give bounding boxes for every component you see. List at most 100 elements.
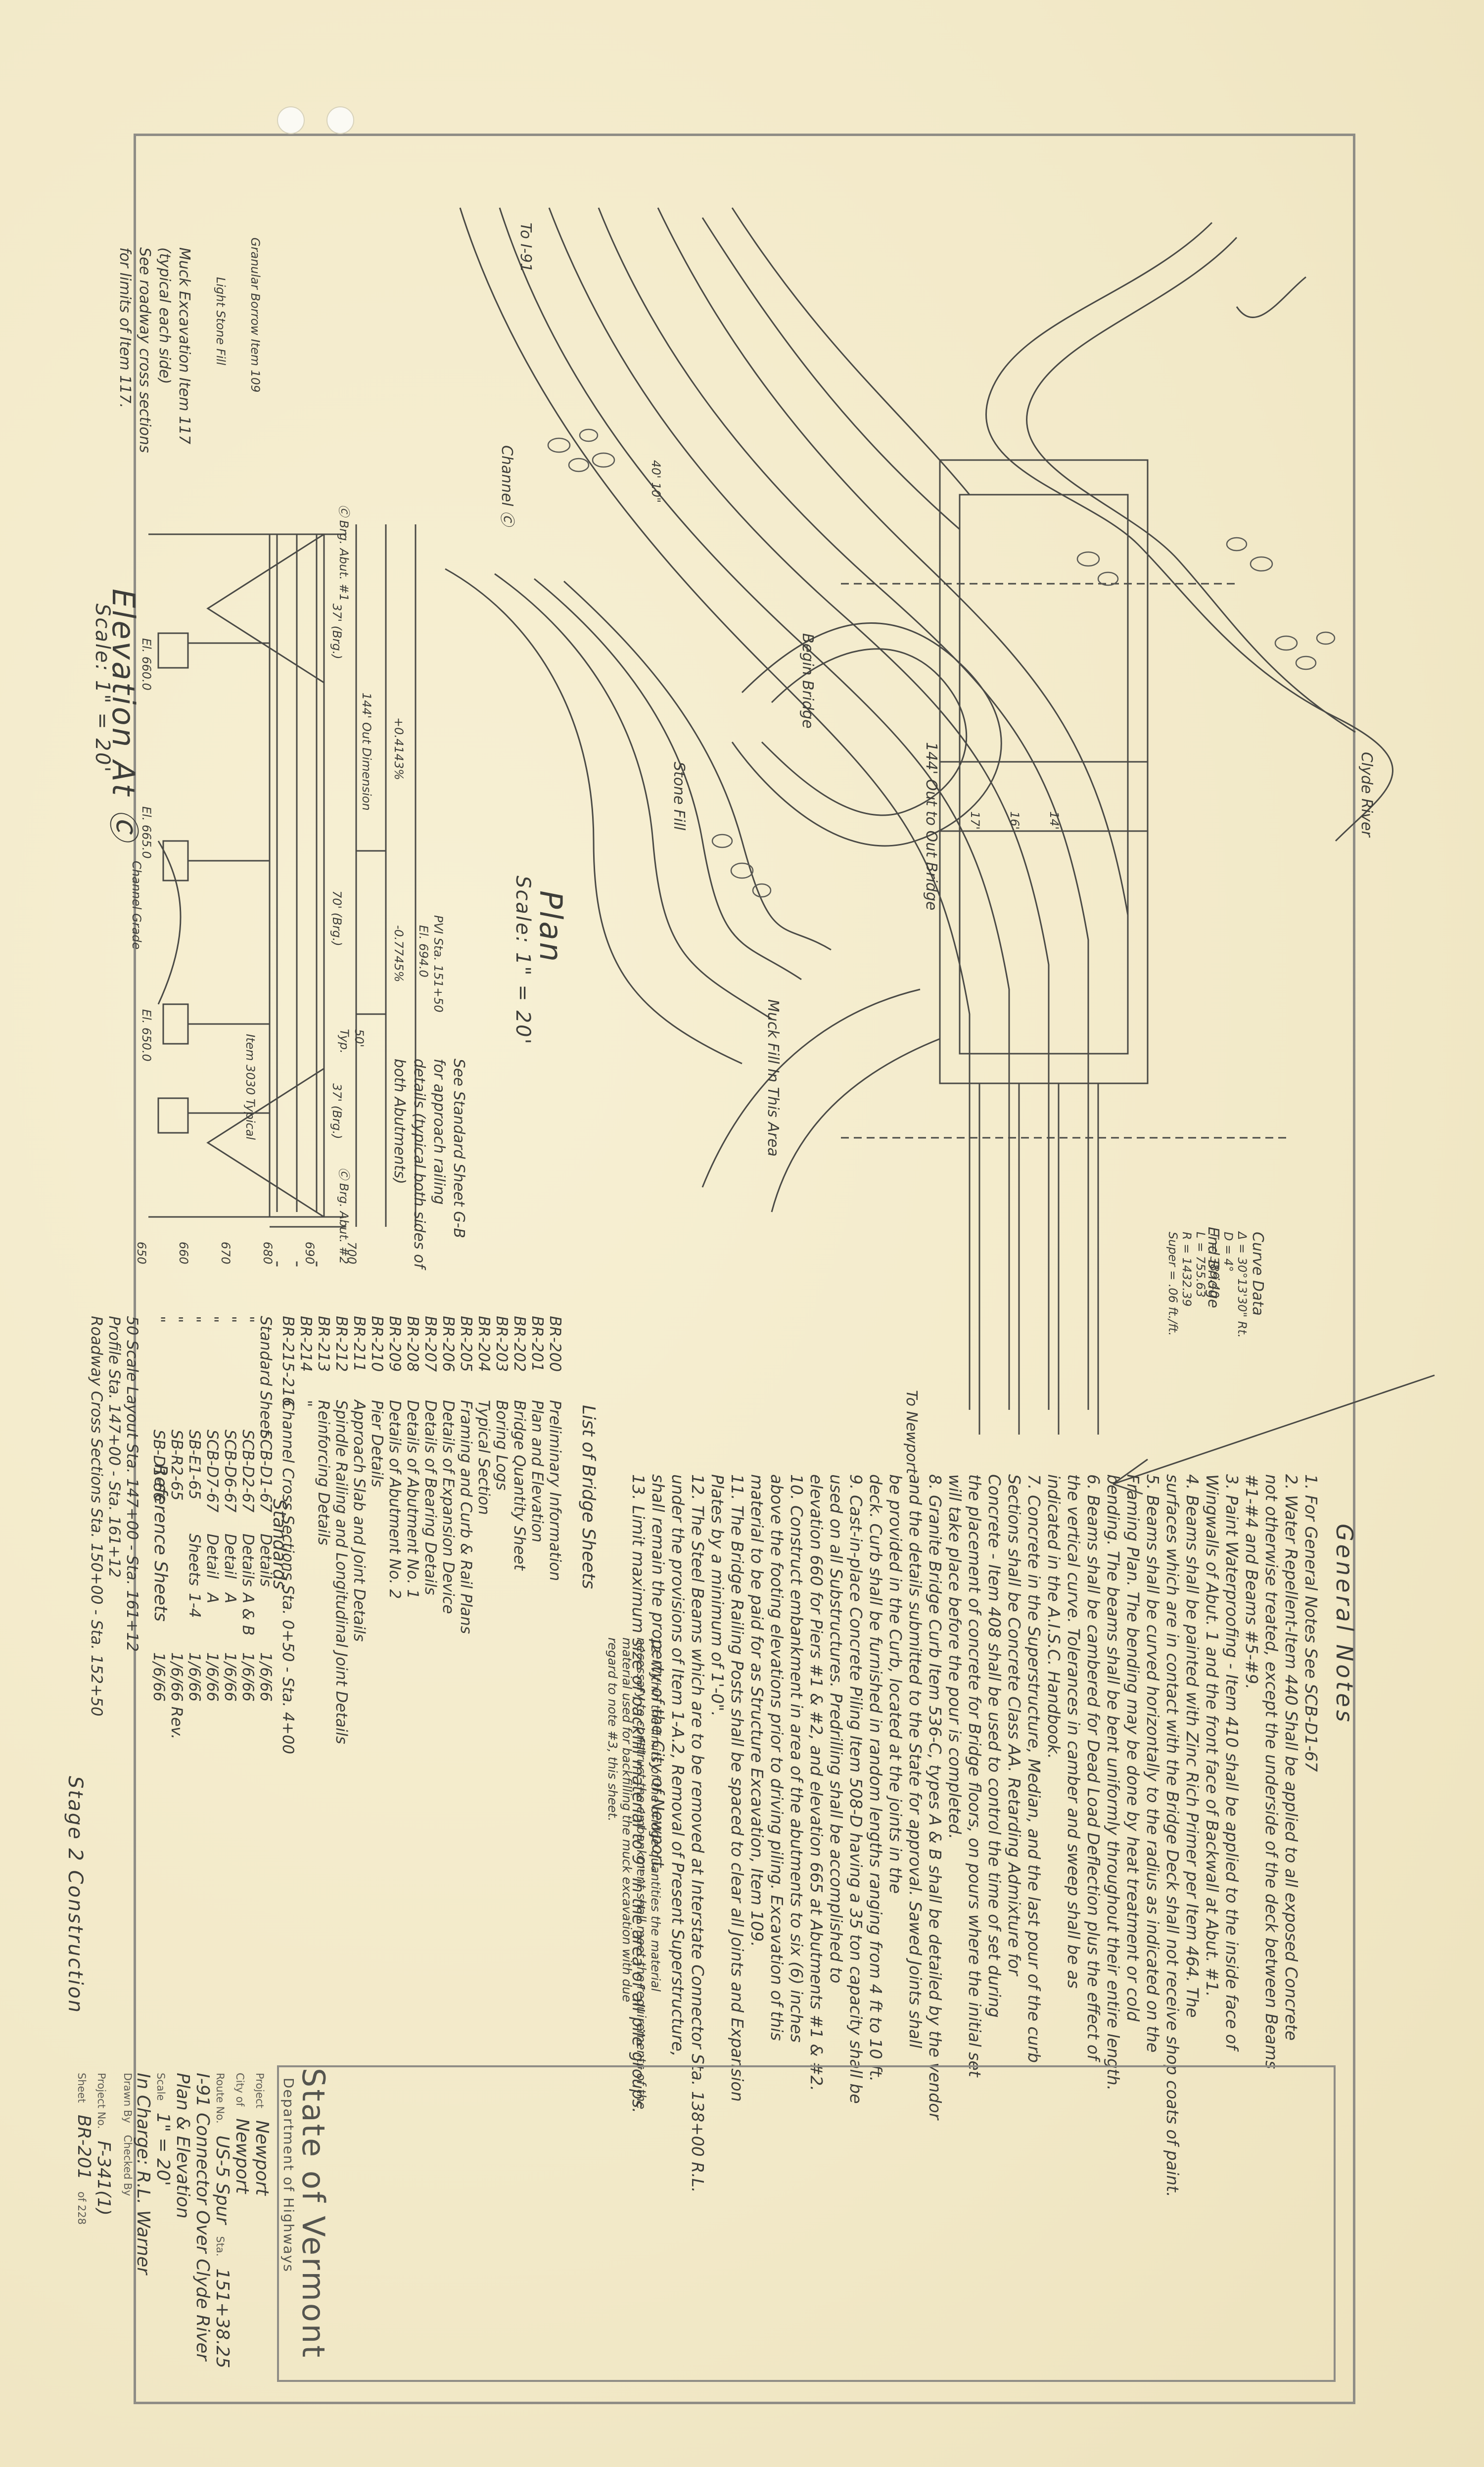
bridge-sheet-description: Pier Details: [368, 1400, 386, 1488]
bridge-sheet-number: BR-201: [528, 1316, 546, 1372]
title-block-row: I-91 Connector Over Clyde River: [192, 2073, 213, 2380]
bridge-sheet-number: BR-206: [439, 1316, 457, 1372]
standard-no: SCB-D1-67: [257, 1430, 275, 1513]
title-block-row: Project No.F-341(1): [93, 2073, 114, 2380]
bridge-sheet-row: BR-201Plan and Elevation: [528, 1316, 546, 1754]
title-block-row: SheetBR-201of 228: [74, 2073, 94, 2380]
title-block-row: Scale1" = 20': [153, 2073, 173, 2380]
standard-desc: Details: [239, 1534, 257, 1587]
standard-date: 1/6/66 Rev.: [168, 1652, 186, 1739]
standard-ref: 1-4: [186, 1593, 203, 1618]
general-notes-title: General Notes: [1331, 1524, 1358, 1725]
label-dim-37b: 37' (Brg.): [330, 1083, 344, 1139]
standard-ref: A & B: [239, 1593, 257, 1636]
label-begin-bridge: Begin Bridge: [799, 633, 816, 729]
label-clyde-river: Clyde River: [1358, 752, 1375, 837]
standard-date: 1/6/66: [221, 1652, 239, 1702]
curve-data-row: D = 4°: [1221, 1232, 1235, 1272]
standard-date: 1/6/66: [186, 1652, 203, 1702]
title-block-row: City ofNewport: [232, 2073, 252, 2380]
general-notes-addendum: 12. Within the limits of the bridge quan…: [605, 1637, 663, 2109]
standard-date: 1/6/66: [257, 1652, 275, 1702]
bridge-sheet-description: ": [297, 1400, 315, 1407]
standard-date: 1/6/66: [203, 1652, 221, 1702]
bridge-sheet-description: Approach Slab and Joint Details: [350, 1400, 368, 1642]
label-grade-pos: +0.4143%: [392, 717, 406, 780]
standard-label: ": [186, 1316, 203, 1323]
label-dim-144: 144' Out Dimension: [360, 693, 373, 811]
bridge-sheet-description: Reinforcing Details: [315, 1400, 332, 1545]
label-dim-670: 670: [219, 1242, 232, 1264]
general-note-addendum-line: 12. Within the limits of the bridge quan…: [649, 1637, 663, 1992]
label-width-17: 17': [968, 811, 982, 830]
bridge-sheet-description: Preliminary Information: [546, 1400, 564, 1582]
bridge-sheet-description: Spindle Railing and Longitudinal Joint D…: [332, 1400, 350, 1744]
elevation-scale: Scale: 1" = 20': [91, 604, 114, 774]
label-to-newport: To Newport: [903, 1390, 920, 1474]
label-dimension: 144' Out to Out Bridge: [923, 742, 940, 911]
bridge-sheet-number: BR-204: [475, 1316, 493, 1372]
title-block-row: ProjectNewport: [252, 2073, 272, 2380]
standard-label: Standard Sheet: [257, 1316, 275, 1436]
title-block-row: Route No. US-5 SpurSta. 151+38.25: [212, 2073, 232, 2380]
standard-row: "SCB-D6-67DetailA1/6/66: [221, 1316, 239, 1751]
label-muck-note-1: (typical each side): [156, 247, 173, 384]
label-light-stone-fill: Light Stone Fill: [214, 277, 228, 366]
title-block-route-label: Route No.: [214, 2073, 226, 2124]
standard-label: ": [150, 1316, 168, 1323]
bridge-sheet-number: BR-212: [332, 1316, 350, 1372]
label-std-note-1: See Standard Sheet G-B: [450, 1059, 467, 1238]
label-dim-37a: 37' (Brg.): [330, 604, 344, 659]
label-el-660: El. 660.0: [139, 638, 153, 691]
standard-row: "SCB-D7-67DetailA1/6/66: [203, 1316, 221, 1751]
standard-ref: A: [203, 1593, 221, 1604]
bridge-sheet-row: BR-207Details of Bearing Details: [421, 1316, 439, 1754]
label-muck-fill: Muck Fill In This Area: [764, 999, 782, 1157]
binder-hole: [326, 106, 354, 134]
bridge-sheet-number: BR-200: [546, 1316, 564, 1372]
standard-row: "SCB-D2-67DetailsA & B1/6/66: [239, 1316, 257, 1751]
title-block-sta-value: 151+38.25: [212, 2268, 232, 2369]
bridge-sheet-number: BR-207: [421, 1316, 439, 1372]
bridge-sheet-row: BR-202Bridge Quantity Sheet: [510, 1316, 528, 1754]
bridge-sheet-row: BR-211Approach Slab and Joint Details: [350, 1316, 368, 1754]
bridge-sheet-row: BR-210Pier Details: [368, 1316, 386, 1754]
bridge-sheet-description: Typical Section: [475, 1400, 493, 1515]
label-opt-b: Typ.: [337, 1029, 351, 1054]
bridge-sheet-row: BR-205Framing and Curb & Rail Plans: [457, 1316, 475, 1754]
title-department: Department of Highways: [280, 2078, 297, 2273]
title-block-route-value: US-5 Spur: [212, 2135, 232, 2225]
label-dim-690: 690: [303, 1242, 317, 1264]
title-block-sheet-of: of 228: [76, 2191, 88, 2225]
label-granular-borrow: Granular Borrow Item 109: [248, 237, 262, 393]
bridge-sheet-number: BR-214: [297, 1316, 315, 1372]
label-grade-neg: -0.7745%: [392, 925, 406, 982]
title-block-city-label: City of: [234, 2073, 246, 2107]
standard-label: ": [239, 1316, 257, 1323]
bridge-sheet-description: Framing and Curb & Rail Plans: [457, 1400, 475, 1634]
label-end-bridge: End Bridge: [1205, 1227, 1222, 1308]
curve-data-row: Super = .06 ft./ft.: [1166, 1232, 1180, 1336]
title-block-row: Plan & Elevation: [173, 2073, 193, 2380]
standard-desc: Detail: [221, 1534, 239, 1579]
bridge-sheet-number: BR-213: [315, 1316, 332, 1372]
binder-hole: [277, 106, 305, 134]
bridge-sheet-description: Bridge Quantity Sheet: [510, 1400, 528, 1571]
bridge-sheet-row: BR-203Boring Logs: [493, 1316, 510, 1754]
title-block-sta-label: Sta.: [214, 2236, 226, 2257]
bridge-sheet-number: BR-209: [386, 1316, 404, 1372]
label-elev-pvi: El. 694.0: [417, 925, 430, 977]
bridge-sheet-number: BR-210: [368, 1316, 386, 1372]
title-block: [277, 2065, 1336, 2382]
label-stone-fill: Stone Fill: [670, 762, 688, 831]
bridge-sheet-number: BR-208: [404, 1316, 421, 1372]
label-width-16: 16': [1008, 811, 1021, 830]
reference-sheets-list: 50 Scale Layout Sta. 147+00 - Sta. 161+1…: [88, 1316, 141, 1717]
label-muck-excavation: Muck Excavation Item 117: [176, 247, 193, 445]
reference-sheet-row: 50 Scale Layout Sta. 147+00 - Sta. 161+1…: [123, 1316, 141, 1652]
title-block-project-no-label: Project No.: [95, 2073, 107, 2129]
label-dim-70: 70' (Brg.): [330, 890, 344, 946]
